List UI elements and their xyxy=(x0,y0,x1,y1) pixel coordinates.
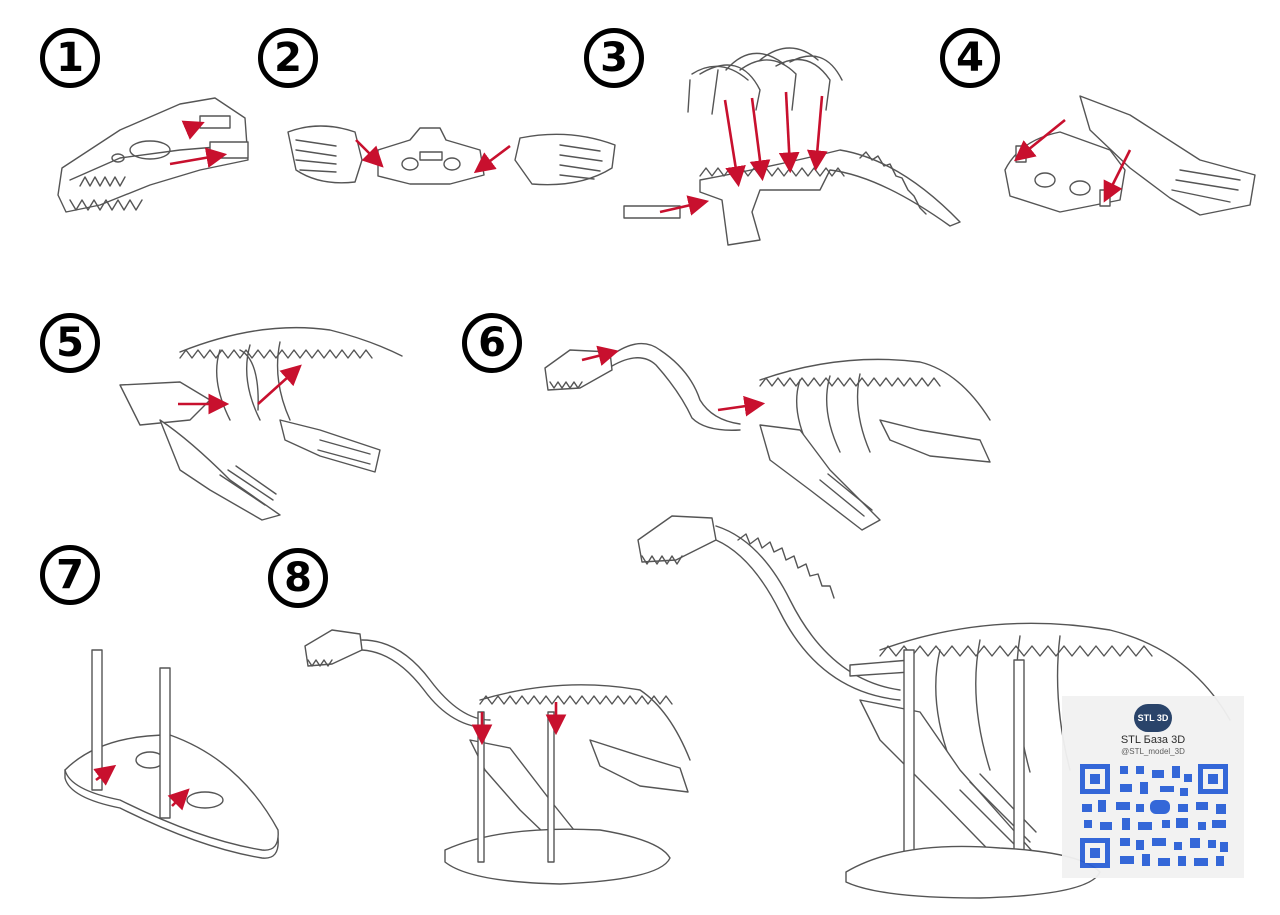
step-2-number: 2 xyxy=(258,28,318,88)
watermark-panel: STL 3D STL База 3D @STL_model_3D xyxy=(1062,696,1244,878)
watermark-handle: @STL_model_3D xyxy=(1121,747,1185,756)
step-1-skull xyxy=(57,97,249,213)
step-3-spine-ribs xyxy=(623,47,961,246)
step-2-front-flippers xyxy=(287,125,616,186)
brand-logo: STL 3D xyxy=(1134,704,1172,732)
step-7-number: 7 xyxy=(40,545,100,605)
step-8-mount xyxy=(304,629,691,885)
step-5-body-flippers xyxy=(119,326,403,521)
final-assembled-model xyxy=(637,515,1231,899)
step-6-neck-head xyxy=(544,342,991,531)
step-7-stand xyxy=(64,649,279,859)
qr-code[interactable] xyxy=(1080,764,1228,868)
step-4-hind-flippers xyxy=(1004,95,1256,216)
step-1-number: 1 xyxy=(40,28,100,88)
watermark-title: STL База 3D xyxy=(1120,734,1186,746)
step-5-number: 5 xyxy=(40,313,100,373)
step-3-number: 3 xyxy=(584,28,644,88)
step-4-number: 4 xyxy=(940,28,1000,88)
step-6-number: 6 xyxy=(462,313,522,373)
step-8-number: 8 xyxy=(268,548,328,608)
